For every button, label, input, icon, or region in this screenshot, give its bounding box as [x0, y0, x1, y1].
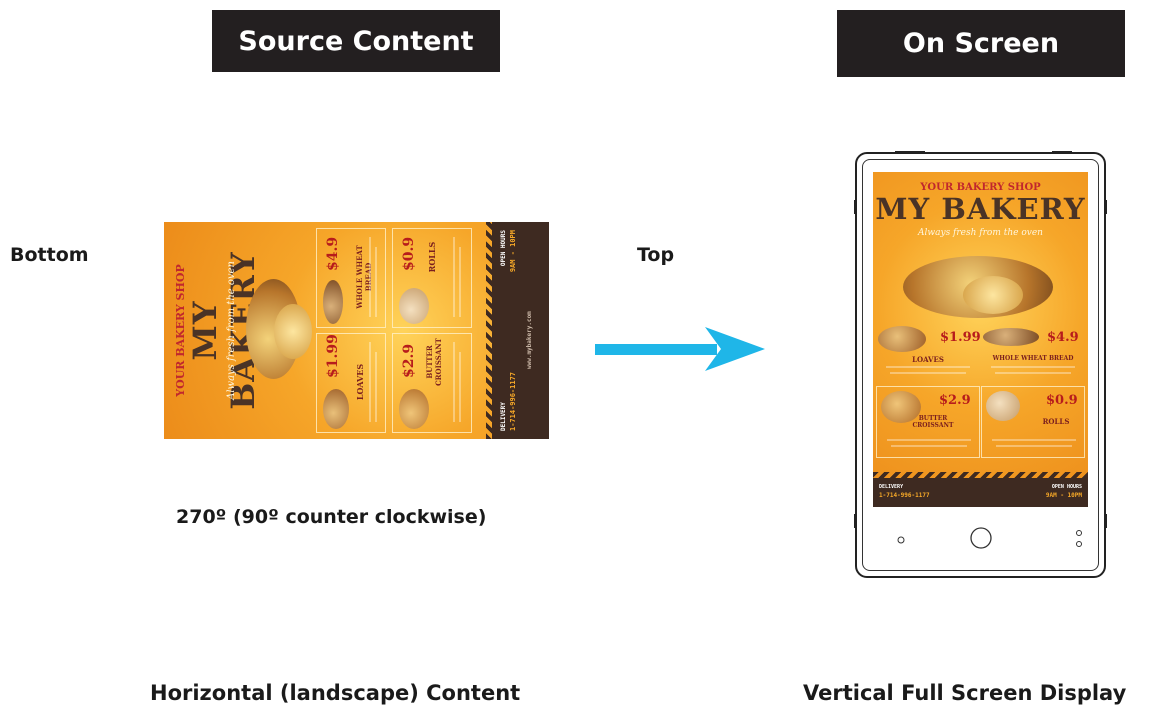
item-description — [992, 439, 1076, 441]
item-description — [453, 237, 455, 317]
loaves-image — [878, 326, 926, 352]
device-screen: YOUR BAKERY SHOP MY BAKERY Always fresh … — [873, 172, 1088, 507]
website: www.mybakery.com — [526, 311, 533, 369]
delivery-label: DELIVERY — [500, 402, 507, 431]
poster-tagline: Always fresh from the oven — [226, 261, 237, 400]
poster-footer: DELIVERY 1-714-996-1177 OPEN HOURS 9AM -… — [492, 222, 549, 439]
device-bezel — [862, 159, 1099, 571]
item-name: LOAVES — [355, 363, 365, 401]
item-price: $1.99 — [940, 330, 981, 345]
device-controls — [897, 527, 1082, 549]
horizontal-content-caption: Horizontal (landscape) Content — [150, 681, 521, 705]
poster-tagline: Always fresh from the oven — [918, 228, 1043, 238]
rolls-image — [399, 288, 429, 324]
open-hours-label: OPEN HOURS — [500, 230, 507, 267]
item-price: $0.9 — [401, 236, 417, 271]
bread-pile-image — [274, 304, 312, 359]
loaves-image — [323, 389, 349, 429]
landscape-source-poster: YOUR BAKERY SHOP MY BAKERY Always fresh … — [164, 222, 549, 439]
item-description — [459, 352, 461, 422]
vertical-display-device: YOUR BAKERY SHOP MY BAKERY Always fresh … — [854, 151, 1107, 578]
item-description — [375, 247, 377, 317]
poster-shop-name: YOUR BAKERY SHOP — [920, 182, 1041, 193]
menu-item-card: $1.99 LOAVES — [876, 322, 981, 380]
item-price: $4.9 — [325, 236, 341, 271]
poster-portrait: YOUR BAKERY SHOP MY BAKERY Always fresh … — [873, 172, 1088, 507]
item-description — [891, 445, 967, 447]
device-top-nub — [1052, 151, 1072, 153]
phone-number: 1-714-996-1177 — [879, 492, 930, 499]
item-name: ROLLS — [427, 241, 437, 273]
item-name: BUTTER CROISSANT — [425, 338, 443, 386]
poster-footer: DELIVERY 1-714-996-1177 OPEN HOURS 9AM -… — [873, 478, 1088, 507]
item-name: LOAVES — [912, 355, 944, 364]
item-description — [369, 342, 371, 422]
source-content-header-text: Source Content — [238, 25, 474, 57]
right-arrow-icon — [595, 327, 765, 371]
source-content-header: Source Content — [212, 10, 500, 72]
item-price: $2.9 — [401, 343, 417, 378]
sensor-dot-icon — [1076, 530, 1082, 536]
device-side-nub — [854, 514, 856, 528]
croissant-image — [881, 391, 921, 423]
item-name: BUTTER CROISSANT — [912, 415, 954, 429]
bread-pile-image — [963, 276, 1023, 314]
item-price: $4.9 — [1047, 330, 1079, 345]
item-description — [995, 372, 1071, 374]
device-side-nub — [1105, 514, 1107, 528]
top-label: Top — [637, 244, 675, 266]
whole-wheat-image — [983, 328, 1039, 346]
menu-item-card: $4.9 WHOLE WHEAT BREAD — [981, 322, 1085, 380]
croissant-image — [399, 389, 429, 429]
item-name: WHOLE WHEAT BREAD — [992, 355, 1074, 362]
item-description — [887, 439, 971, 441]
bottom-label: Bottom — [10, 244, 89, 266]
item-price: $2.9 — [939, 393, 971, 408]
item-description — [996, 445, 1072, 447]
sensor-dot-icon — [897, 536, 905, 544]
item-description — [890, 372, 966, 374]
footer-zigzag — [873, 472, 1088, 478]
menu-item-card: $4.9 WHOLE WHEAT BREAD — [316, 228, 386, 328]
rolls-image — [986, 391, 1020, 421]
item-name: ROLLS — [1042, 417, 1070, 426]
home-button-icon — [970, 527, 992, 549]
item-description — [991, 366, 1075, 368]
sensor-dot-icon — [1076, 541, 1082, 547]
menu-item-card: $1.99 LOAVES — [316, 333, 386, 433]
phone-number: 1-714-996-1177 — [509, 371, 517, 431]
poster-rotated: YOUR BAKERY SHOP MY BAKERY Always fresh … — [164, 222, 549, 439]
device-side-nub — [1105, 200, 1107, 214]
poster-title: MY BAKERY — [875, 192, 1086, 226]
delivery-label: DELIVERY — [879, 484, 904, 490]
whole-wheat-image — [323, 280, 343, 324]
menu-item-card: $0.9 ROLLS — [981, 386, 1085, 458]
item-price: $0.9 — [1046, 393, 1078, 408]
menu-item-card: $2.9 BUTTER CROISSANT — [392, 333, 472, 433]
open-hours: 9AM - 10PM — [1045, 492, 1082, 499]
item-description — [459, 247, 461, 317]
item-description — [886, 366, 970, 368]
item-description — [369, 237, 371, 317]
item-price: $1.99 — [325, 334, 341, 378]
open-hours-label: OPEN HOURS — [1051, 484, 1082, 490]
menu-item-card: $2.9 BUTTER CROISSANT — [876, 386, 980, 458]
vertical-display-caption: Vertical Full Screen Display — [803, 681, 1127, 705]
rotation-label: 270º (90º counter clockwise) — [176, 506, 487, 528]
on-screen-header: On Screen — [837, 10, 1125, 77]
menu-item-card: $0.9 ROLLS — [392, 228, 472, 328]
on-screen-header-text: On Screen — [902, 28, 1060, 59]
device-side-nub — [854, 200, 856, 214]
open-hours: 9AM - 10PM — [509, 230, 517, 273]
item-description — [375, 352, 377, 422]
item-description — [453, 342, 455, 422]
device-top-nub — [895, 151, 925, 153]
